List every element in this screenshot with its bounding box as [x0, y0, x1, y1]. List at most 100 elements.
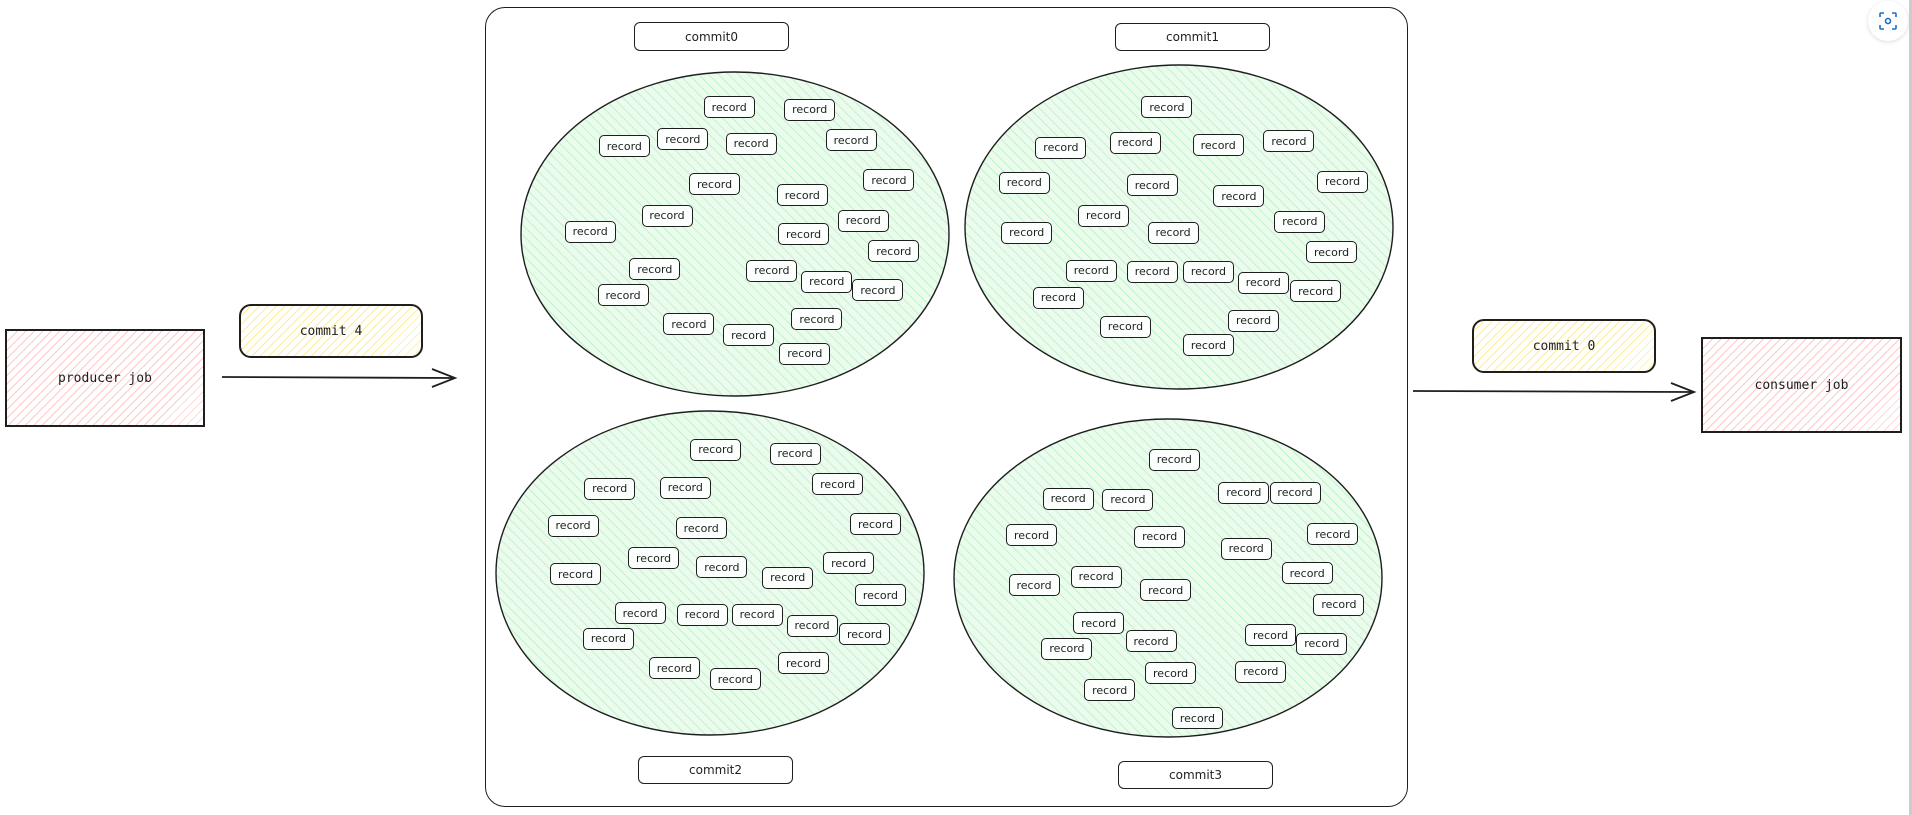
record-box[interactable]: record [723, 324, 775, 347]
record-box[interactable]: record [863, 169, 915, 192]
record-box[interactable]: record [1220, 537, 1272, 560]
record-box[interactable]: record [648, 657, 700, 680]
record-box[interactable]: record [1134, 525, 1186, 548]
record-box[interactable]: record [675, 517, 727, 539]
record-box[interactable]: record [1141, 96, 1193, 119]
record-box[interactable]: record [812, 473, 864, 496]
record-box[interactable]: record [1274, 210, 1326, 233]
record-box[interactable]: record [1125, 630, 1177, 653]
record-box[interactable]: record [852, 279, 904, 302]
record-box[interactable]: record [1313, 593, 1365, 616]
record-box[interactable]: record [1042, 487, 1094, 510]
record-box[interactable]: record [1263, 130, 1315, 153]
record-box[interactable]: record [582, 627, 634, 650]
record-box[interactable]: record [854, 584, 906, 607]
record-box[interactable]: record [1140, 579, 1192, 602]
record-box[interactable]: record [1192, 134, 1244, 157]
outgoing-commit-box[interactable]: commit 0 [1472, 319, 1656, 373]
record-box[interactable]: record [725, 132, 777, 155]
commit1-label-box[interactable]: commit1 [1115, 23, 1270, 51]
record-box[interactable]: record [1041, 637, 1093, 660]
record-box[interactable]: record [1073, 612, 1125, 635]
record-box[interactable]: record [696, 556, 748, 579]
record-box[interactable]: record [1182, 260, 1234, 283]
record-box[interactable]: record [657, 128, 709, 150]
record-box[interactable]: record [1109, 131, 1161, 154]
record-box[interactable]: record [1228, 309, 1280, 332]
record-box[interactable]: record [1269, 481, 1321, 504]
record-box[interactable]: record [1182, 334, 1234, 357]
record-box[interactable]: record [1213, 185, 1265, 208]
record-box[interactable]: record [1307, 523, 1359, 546]
record-box[interactable]: record [1147, 221, 1199, 244]
record-box[interactable]: record [801, 270, 853, 293]
record-box[interactable]: record [597, 284, 649, 307]
record-box[interactable]: record [1084, 679, 1136, 702]
zoom-to-fit-button[interactable] [1868, 1, 1908, 41]
record-box[interactable]: record [1218, 481, 1270, 504]
record-box[interactable]: record [778, 223, 830, 246]
record-box[interactable]: record [1281, 562, 1333, 585]
record-box[interactable]: record [1237, 271, 1289, 294]
record-box[interactable]: record [1171, 707, 1223, 730]
producer-arrow[interactable] [221, 368, 458, 388]
record-box[interactable]: record [690, 438, 742, 461]
record-box[interactable]: record [1290, 280, 1342, 303]
record-box[interactable]: record [791, 308, 843, 331]
consumer-arrow[interactable] [1412, 382, 1697, 402]
record-box[interactable]: record [1065, 259, 1117, 282]
record-box[interactable]: record [825, 129, 877, 152]
record-box[interactable]: record [998, 171, 1050, 194]
record-box[interactable]: record [1245, 624, 1297, 647]
record-box[interactable]: record [1317, 170, 1369, 193]
record-box[interactable]: record [1008, 574, 1060, 597]
record-box[interactable]: record [776, 184, 828, 207]
record-box[interactable]: record [709, 668, 761, 691]
record-box[interactable]: record [823, 552, 875, 575]
record-box[interactable]: record [550, 563, 602, 586]
record-box[interactable]: record [746, 259, 798, 282]
record-box[interactable]: record [839, 623, 891, 646]
record-box[interactable]: record [1296, 632, 1348, 655]
commit3-label-box[interactable]: commit3 [1118, 761, 1273, 789]
record-box[interactable]: record [1126, 174, 1178, 197]
record-box[interactable]: record [1306, 241, 1358, 264]
record-box[interactable]: record [703, 96, 755, 119]
record-box[interactable]: record [779, 342, 831, 365]
incoming-commit-box[interactable]: commit 4 [239, 304, 423, 358]
producer-job-box[interactable]: producer job [5, 329, 205, 427]
consumer-job-box[interactable]: consumer job [1701, 337, 1902, 433]
record-box[interactable]: record [837, 209, 889, 232]
record-box[interactable]: record [614, 602, 666, 625]
record-box[interactable]: record [584, 477, 636, 500]
record-box[interactable]: record [769, 442, 821, 465]
record-box[interactable]: record [778, 652, 830, 675]
record-box[interactable]: record [1126, 260, 1178, 283]
record-box[interactable]: record [1006, 524, 1058, 547]
record-box[interactable]: record [1145, 662, 1197, 685]
record-box[interactable]: record [547, 514, 599, 537]
record-box[interactable]: record [1035, 136, 1087, 159]
record-box[interactable]: record [1078, 204, 1130, 227]
record-box[interactable]: record [629, 258, 681, 281]
record-box[interactable]: record [676, 603, 728, 626]
record-box[interactable]: record [1001, 221, 1053, 244]
record-box[interactable]: record [850, 513, 902, 536]
record-box[interactable]: record [1100, 315, 1151, 338]
commit2-label-box[interactable]: commit2 [638, 756, 793, 784]
commit0-label-box[interactable]: commit0 [634, 22, 789, 51]
record-box[interactable]: record [731, 603, 783, 626]
topic-container[interactable] [485, 7, 1408, 807]
record-box[interactable]: record [1102, 488, 1154, 511]
record-box[interactable]: record [1070, 565, 1122, 588]
record-box[interactable]: record [689, 173, 741, 196]
record-box[interactable]: record [659, 476, 711, 499]
record-box[interactable]: record [663, 313, 715, 336]
record-box[interactable]: record [784, 98, 836, 121]
record-box[interactable]: record [564, 220, 616, 243]
record-box[interactable]: record [1235, 660, 1287, 683]
record-box[interactable]: record [868, 240, 920, 263]
record-box[interactable]: record [598, 135, 650, 158]
record-box[interactable]: record [641, 204, 693, 227]
record-box[interactable]: record [762, 566, 814, 589]
